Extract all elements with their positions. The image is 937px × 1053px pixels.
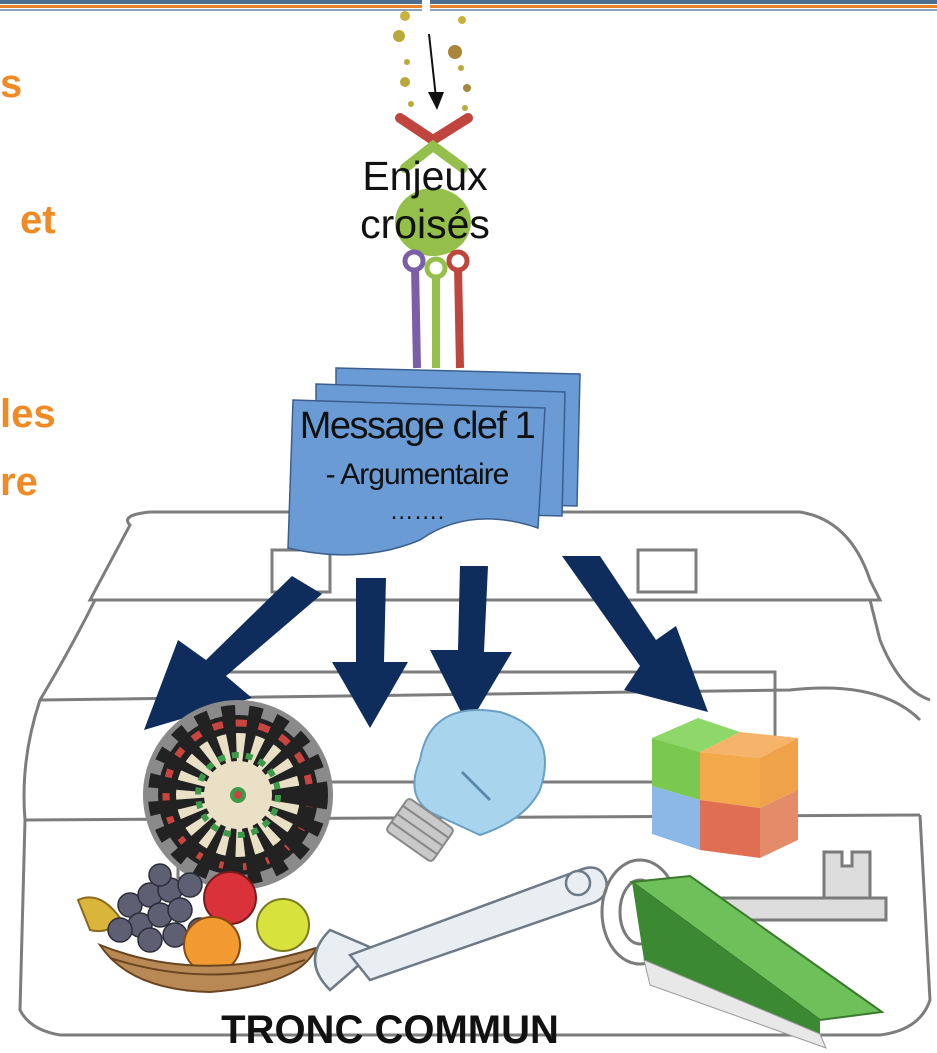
message-line-2: - Argumentaire — [325, 458, 510, 491]
color-cube-icon — [652, 718, 798, 858]
enjeux-line-2: croisés — [360, 201, 490, 247]
side-text-3: les — [0, 392, 56, 436]
enjeux-label: Enjeux croisés — [340, 152, 510, 248]
side-text-2: et — [20, 198, 56, 242]
side-text-4: re — [0, 460, 38, 504]
side-text-1: s — [0, 62, 23, 106]
lightbulb-icon — [386, 709, 546, 862]
green-book-icon — [629, 874, 885, 1049]
fruit-basket-icon — [76, 863, 318, 994]
pollen-dots-icon — [393, 11, 471, 111]
message-line-3: ……. — [389, 498, 445, 525]
dartboard-icon — [143, 700, 333, 890]
enjeux-line-1: Enjeux — [362, 153, 488, 199]
message-card-text: Message clef 1 - Argumentaire ……. — [282, 405, 552, 526]
wrench-icon — [313, 866, 608, 992]
green-plug-icon — [395, 188, 471, 369]
navy-arrows — [144, 556, 708, 730]
tronc-commun-label: TRONC COMMUN — [221, 1008, 559, 1052]
top-border — [0, 0, 937, 14]
message-cards-icon — [287, 367, 581, 556]
message-line-1: Message clef 1 — [299, 405, 536, 447]
crossed-ribbon-icon — [395, 113, 473, 173]
